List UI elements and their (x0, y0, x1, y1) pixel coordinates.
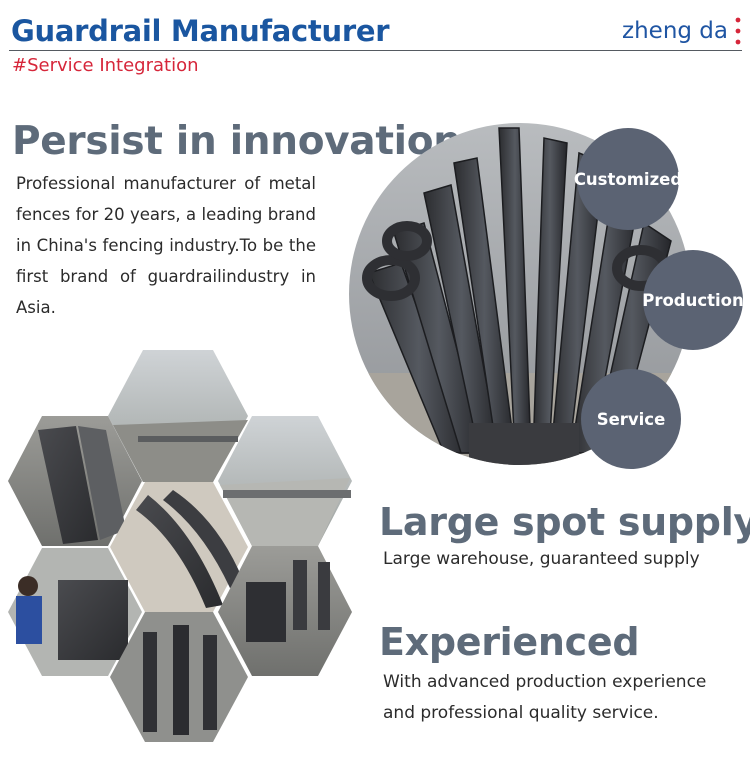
experience-text: With advanced production experience and … (383, 672, 707, 723)
service-badge: Service (581, 369, 681, 469)
hex-bent-rails (110, 482, 248, 612)
hex-post-yard (110, 612, 248, 742)
hex-road-site (108, 350, 248, 482)
innovation-heading: Persist in innovation (12, 119, 461, 164)
production-badge: Production (642, 250, 744, 350)
customized-badge: Customized (574, 128, 682, 230)
supply-text: Large warehouse, guaranteed supply (383, 549, 700, 569)
service-tag: #Service Integration (12, 55, 199, 76)
hexagon-photo-collage (8, 350, 352, 742)
innovation-text: Professional manufacturer of metal fence… (16, 174, 316, 317)
hex-steel-post (8, 416, 142, 546)
title-underline (9, 50, 742, 51)
brand-dots-icon (735, 17, 741, 45)
supply-heading: Large spot supply (379, 500, 750, 544)
page-title: Guardrail Manufacturer (11, 14, 390, 48)
hex-post-rows (218, 546, 352, 676)
hex-worker (8, 548, 142, 676)
hex-highway (218, 416, 352, 546)
experience-heading: Experienced (379, 620, 640, 664)
brand-logo-text: zheng da (622, 18, 728, 44)
